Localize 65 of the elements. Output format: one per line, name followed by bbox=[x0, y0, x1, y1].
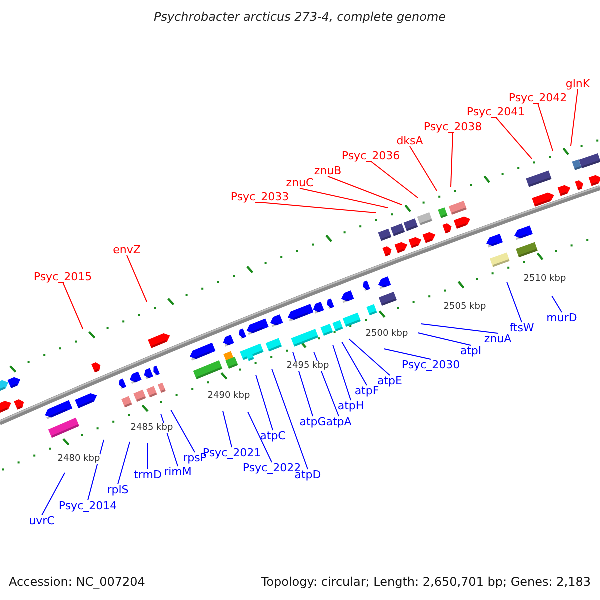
leader-line bbox=[256, 374, 274, 431]
gene-label: dksA bbox=[396, 134, 424, 148]
gene-label: atpC bbox=[260, 430, 286, 442]
gene-label: Psyc_2038 bbox=[424, 120, 482, 134]
leader-line bbox=[222, 410, 232, 448]
gene-label: atpG bbox=[300, 416, 326, 428]
leader-line bbox=[118, 442, 130, 485]
leader-line bbox=[342, 342, 368, 386]
gene-label: Psyc_2015 bbox=[34, 270, 92, 284]
leader-line bbox=[332, 344, 352, 401]
position-label: 2490 kbp bbox=[206, 391, 252, 401]
leader-line bbox=[248, 412, 272, 463]
leader-line bbox=[450, 132, 454, 188]
position-label: 2500 kbp bbox=[364, 329, 410, 339]
leader-line bbox=[552, 296, 562, 313]
leader-line bbox=[126, 255, 148, 302]
gene-label: atpE bbox=[378, 374, 402, 388]
leader-line bbox=[348, 338, 390, 376]
leader-line bbox=[420, 324, 498, 334]
map-title: Psychrobacter arcticus 273-4, complete genome bbox=[152, 10, 448, 24]
leader-line bbox=[328, 176, 402, 206]
gene-label: atpH bbox=[338, 400, 364, 412]
footer-text: Topology: circular; Length: 2,650,701 bp; Genes: 2,183 bbox=[261, 575, 591, 589]
gene-label: trmD bbox=[134, 468, 162, 482]
gene-label: Psyc_2014 bbox=[58, 500, 118, 512]
position-label: 2485 kbp bbox=[130, 423, 174, 433]
footer-text: Accession: NC_007204 bbox=[9, 575, 146, 589]
leader-line bbox=[272, 368, 308, 470]
gene-label: envZ bbox=[113, 244, 141, 256]
leader-line bbox=[42, 472, 66, 516]
gene-label: znuA bbox=[484, 332, 512, 346]
gene-label: Psyc_2041 bbox=[466, 106, 526, 118]
gene-label: znuB bbox=[314, 164, 342, 178]
position-label: 2495 kbp bbox=[286, 361, 330, 371]
leader-line bbox=[496, 117, 532, 160]
gene-label: ftsW bbox=[510, 322, 534, 334]
gene-label: Psyc_2021 bbox=[202, 446, 262, 460]
leader-line bbox=[538, 103, 554, 152]
leader-line bbox=[570, 89, 578, 146]
position-label: 2480 kbp bbox=[56, 454, 102, 464]
leader-line bbox=[260, 202, 376, 214]
gene-label: znuC bbox=[286, 176, 314, 190]
gene-label: uvrC bbox=[29, 514, 55, 528]
gene-label: atpA bbox=[326, 416, 352, 428]
gene-label: Psyc_2030 bbox=[402, 358, 460, 372]
gene-label: Psyc_2033 bbox=[230, 190, 290, 204]
gene-label: rimM bbox=[164, 466, 192, 478]
gene-label: atpF bbox=[354, 384, 380, 398]
gene-label: rplS bbox=[107, 484, 129, 496]
gene-label: Psyc_2036 bbox=[342, 150, 400, 162]
leader-line bbox=[300, 188, 388, 208]
leader-line bbox=[170, 410, 196, 453]
gene-label: Psyc_2042 bbox=[508, 92, 568, 104]
gene-label: atpI bbox=[460, 344, 482, 358]
leader-line bbox=[370, 161, 418, 198]
leader-line bbox=[384, 348, 432, 360]
position-label: 2505 kbp bbox=[442, 302, 488, 312]
leader-line bbox=[506, 282, 522, 323]
leader-line bbox=[410, 146, 438, 192]
gene-label: murD bbox=[546, 312, 578, 324]
gene-label: glnK bbox=[566, 78, 590, 90]
leader-line bbox=[314, 352, 340, 417]
position-label: 2510 kbp bbox=[522, 274, 568, 284]
leader-line bbox=[418, 332, 472, 346]
leader-line bbox=[62, 282, 84, 330]
